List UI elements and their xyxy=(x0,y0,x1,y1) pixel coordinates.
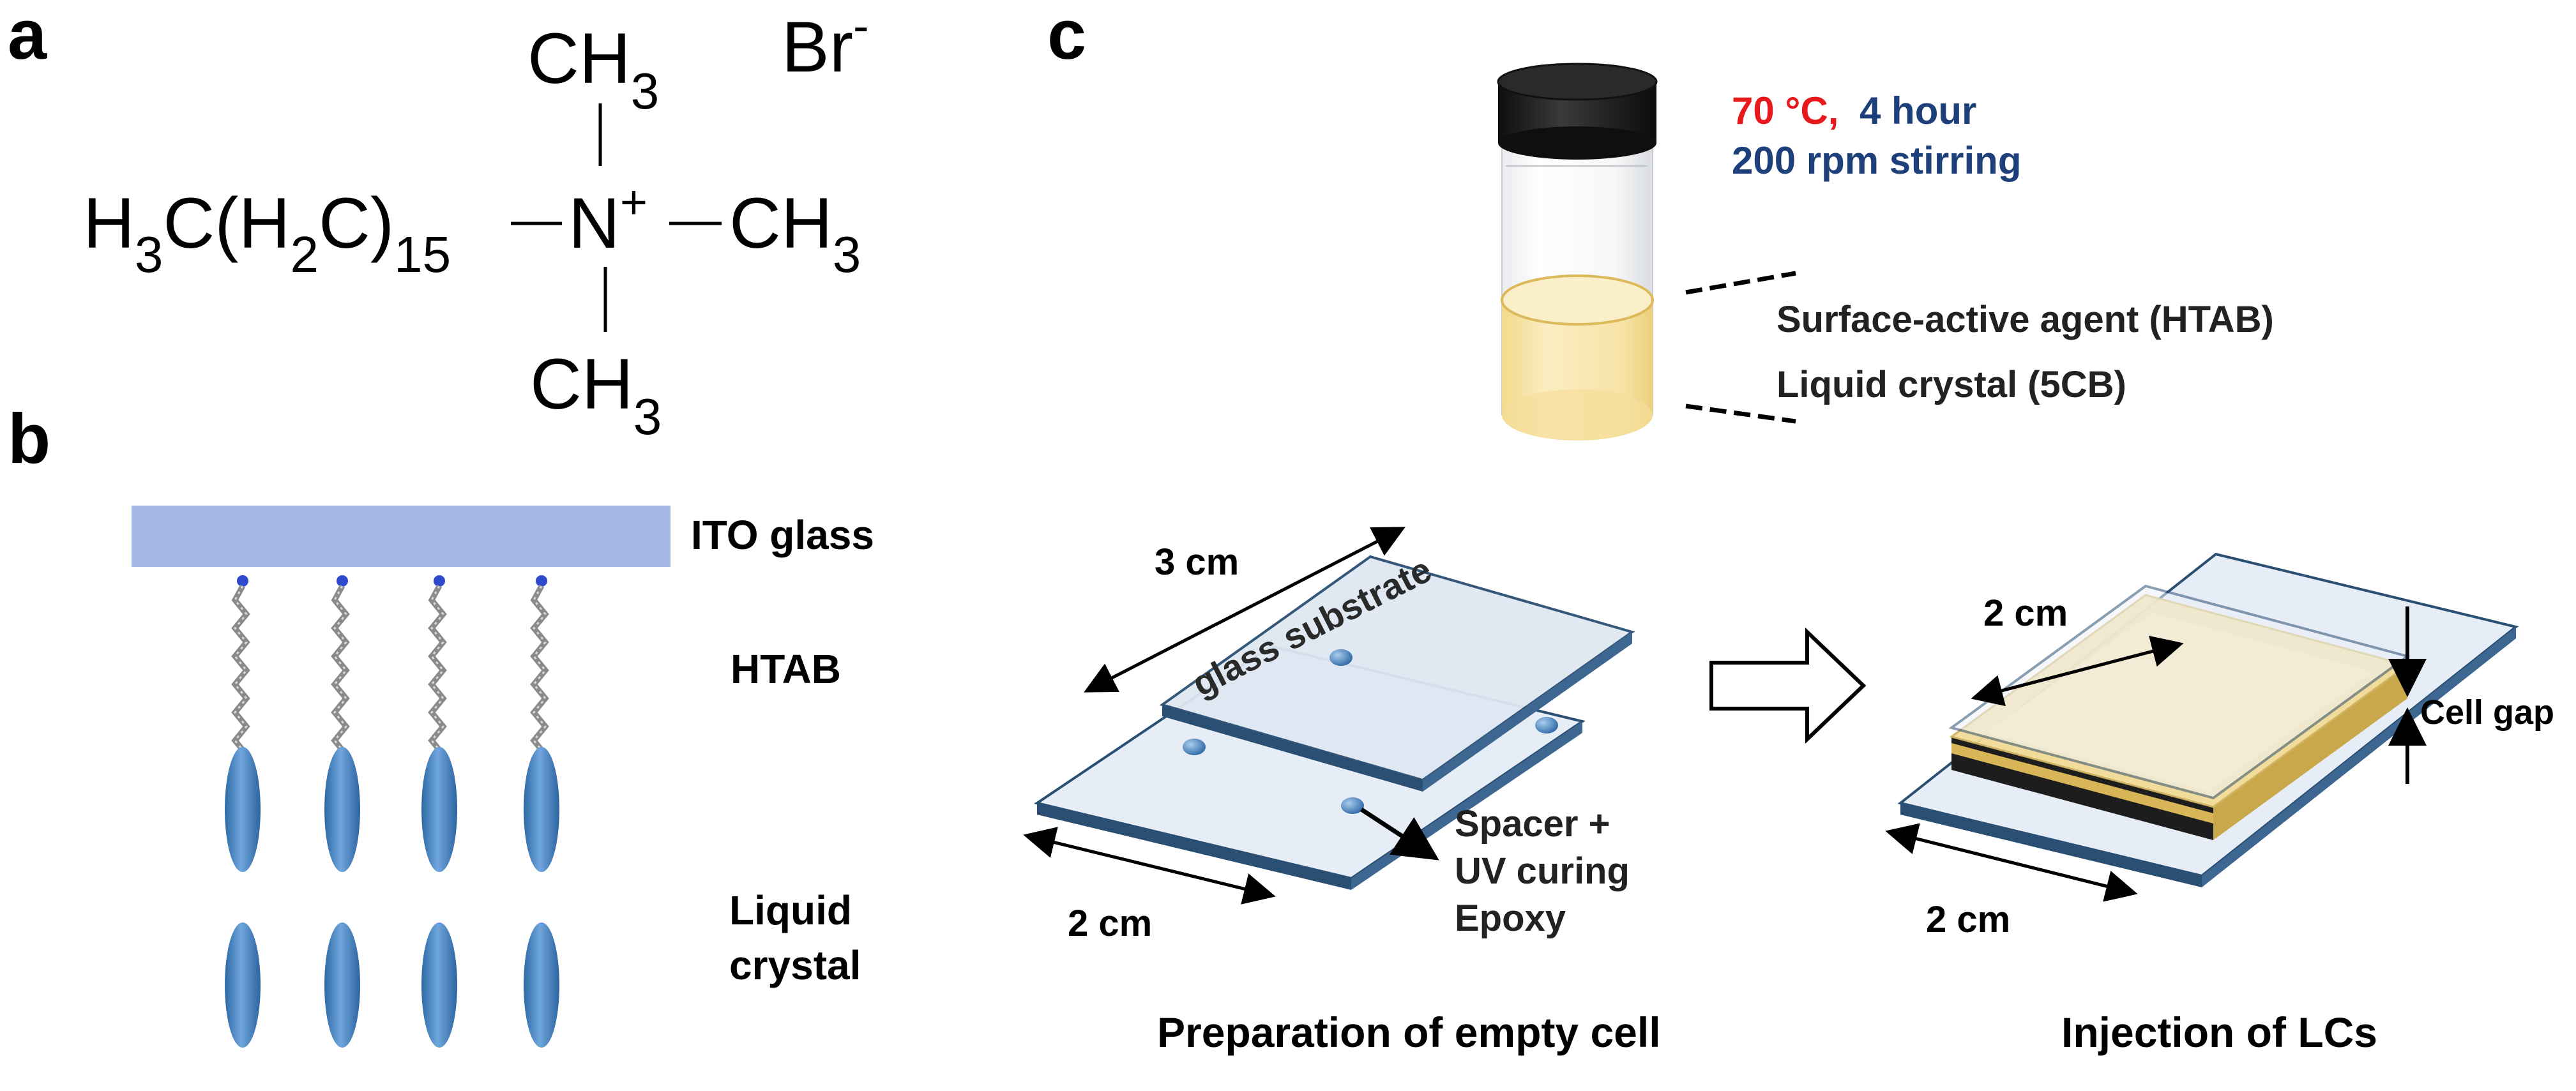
dim-arrow-width-right-bottom xyxy=(1885,823,2138,902)
nitrogen-atom: N+ xyxy=(568,176,648,263)
mesogen-4-2 xyxy=(524,922,559,1048)
spacer-drop-4 xyxy=(1341,797,1364,814)
mesogen-2-1 xyxy=(324,747,360,872)
mesogen-2-2 xyxy=(324,922,360,1048)
mesogen-1-1 xyxy=(225,747,261,872)
mesogen-4-1 xyxy=(524,747,559,872)
mesogen-3-1 xyxy=(421,747,457,872)
caption-prepare-empty-cell: Preparation of empty cell xyxy=(1157,1009,1661,1056)
leader-top xyxy=(1685,271,1796,295)
dim-width-left-label: 2 cm xyxy=(1068,903,1152,944)
methyl-bottom: CH3 xyxy=(530,344,662,445)
panel-a: a CH3 Br- H3C(H2C)15 N+ CH3 CH3 xyxy=(8,0,869,445)
spacer-drop-3 xyxy=(1183,739,1206,755)
spacer-pointer xyxy=(1360,808,1439,861)
ito-glass-label: ITO glass xyxy=(691,512,874,558)
dim-arrow-width-right-top xyxy=(1971,635,2184,707)
leader-bottom xyxy=(1685,403,1796,424)
panel-a-label: a xyxy=(8,0,47,74)
ito-glass-slab xyxy=(132,506,671,567)
methyl-right: CH3 xyxy=(729,183,861,283)
htab-layer-label: Surface-active agent (HTAB) xyxy=(1777,299,2274,340)
bromide-ion: Br- xyxy=(782,0,869,87)
condition-time: 4 hour xyxy=(1860,89,1976,132)
lc-layer-label: Liquid crystal (5CB) xyxy=(1777,364,2126,405)
htab-label: HTAB xyxy=(731,646,841,692)
panel-b-label: b xyxy=(8,400,50,478)
dim-arrow-length xyxy=(1084,527,1405,693)
process-arrow xyxy=(1709,627,1867,744)
vial xyxy=(1497,63,1658,440)
panel-c: c 70 °C, 4 hour 200 rpm stirring Surface… xyxy=(1023,0,2554,1056)
alkyl-chain: H3C(H2C)15 xyxy=(83,183,451,283)
mesogen-3-2 xyxy=(421,922,457,1048)
dim-length-label: 3 cm xyxy=(1155,541,1239,583)
caption-inject-lcs: Injection of LCs xyxy=(2061,1009,2377,1056)
dim-arrow-width-left xyxy=(1023,827,1276,905)
panel-c-label: c xyxy=(1047,0,1086,74)
dim-width-right-bottom-label: 2 cm xyxy=(1926,899,2010,940)
mesogen-1-2 xyxy=(225,922,261,1048)
spacer-drop-1 xyxy=(1330,649,1352,666)
spacer-drop-2 xyxy=(1535,717,1558,734)
condition-temperature: 70 °C, xyxy=(1732,89,1838,132)
condition-stirring: 200 rpm stirring xyxy=(1732,139,2022,182)
methyl-top: CH3 xyxy=(527,19,659,119)
dim-width-right-top-label: 2 cm xyxy=(1983,592,2068,634)
cell-gap-label: Cell gap xyxy=(2420,693,2554,732)
